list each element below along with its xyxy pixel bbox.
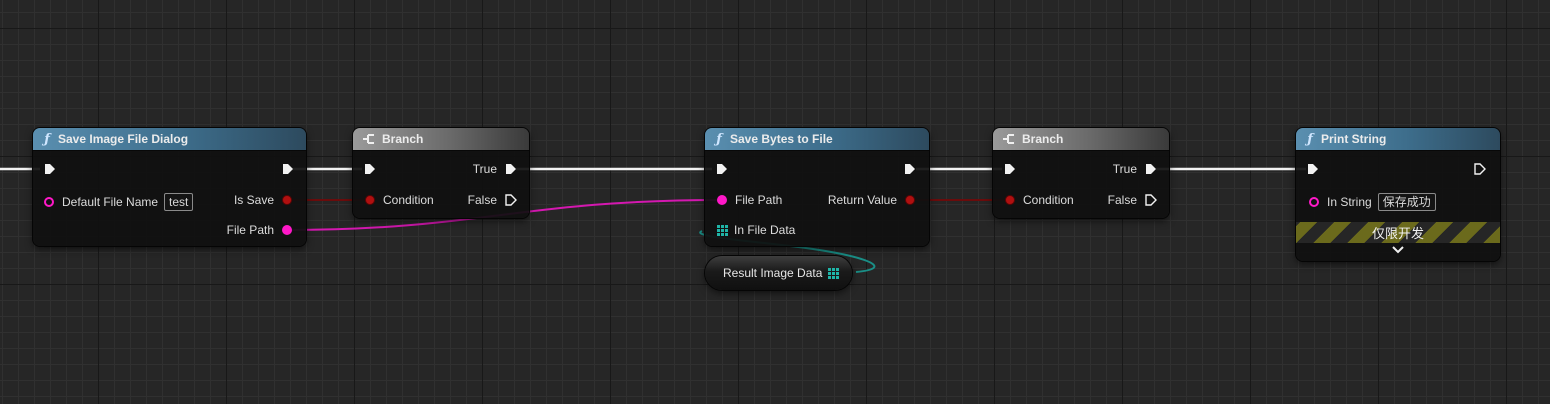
node-title: Save Bytes to File: [730, 132, 833, 146]
node-branch-2[interactable]: Branch True Condition False: [993, 128, 1169, 218]
default-file-name-input[interactable]: test: [164, 193, 194, 211]
node-title: Branch: [1022, 132, 1064, 146]
chevron-down-icon[interactable]: [1392, 246, 1404, 254]
node-header: ƒ Print String: [1296, 128, 1500, 151]
exec-in-pin-icon[interactable]: [1004, 163, 1016, 175]
node-title: Save Image File Dialog: [58, 132, 189, 146]
node-print-string[interactable]: ƒ Print String In String 保存成功 仅限开发: [1296, 128, 1500, 261]
return-value-label: Return Value: [827, 193, 897, 207]
file-path-in-pin-icon[interactable]: [717, 195, 727, 205]
function-f-icon: ƒ: [44, 131, 50, 147]
development-only-banner: 仅限开发: [1296, 222, 1500, 243]
node-header: Branch: [993, 128, 1169, 151]
condition-label: Condition: [383, 193, 434, 207]
in-string-input[interactable]: 保存成功: [1377, 193, 1436, 211]
in-string-label: In String: [1327, 195, 1372, 209]
node-header: ƒ Save Bytes to File: [705, 128, 929, 151]
in-file-data-label: In File Data: [734, 223, 796, 237]
true-label: True: [472, 162, 497, 176]
node-save-image-file-dialog[interactable]: ƒ Save Image File Dialog Default File Na…: [33, 128, 306, 246]
condition-label: Condition: [1023, 193, 1074, 207]
exec-out-pin-icon[interactable]: [904, 163, 916, 175]
is-save-label: Is Save: [233, 193, 274, 207]
exec-false-pin-icon[interactable]: [505, 194, 517, 206]
variable-label: Result Image Data: [723, 266, 823, 280]
exec-true-pin-icon[interactable]: [505, 163, 517, 175]
return-value-pin-icon[interactable]: [905, 195, 915, 205]
node-title: Print String: [1321, 132, 1387, 146]
exec-in-pin-icon[interactable]: [716, 163, 728, 175]
node-header: Branch: [353, 128, 529, 151]
exec-in-pin-icon[interactable]: [1307, 163, 1319, 175]
variable-result-image-data[interactable]: Result Image Data: [705, 256, 852, 290]
node-save-bytes-to-file[interactable]: ƒ Save Bytes to File File Path Return Va…: [705, 128, 929, 246]
exec-false-pin-icon[interactable]: [1145, 194, 1157, 206]
exec-in-pin-icon[interactable]: [364, 163, 376, 175]
branch-icon: [363, 134, 374, 144]
true-label: True: [1112, 162, 1137, 176]
in-string-pin-icon[interactable]: [1309, 197, 1319, 207]
node-header: ƒ Save Image File Dialog: [33, 128, 306, 151]
function-f-icon: ƒ: [1307, 131, 1313, 147]
file-path-out-pin-icon[interactable]: [282, 225, 292, 235]
file-path-out-label: File Path: [226, 223, 274, 237]
false-label: False: [1107, 193, 1137, 207]
is-save-pin-icon[interactable]: [282, 195, 292, 205]
condition-pin-icon[interactable]: [1005, 195, 1015, 205]
condition-pin-icon[interactable]: [365, 195, 375, 205]
in-file-data-array-pin-icon[interactable]: [717, 224, 728, 236]
false-label: False: [467, 193, 497, 207]
exec-out-pin-icon[interactable]: [282, 163, 294, 175]
array-grid-icon[interactable]: [828, 267, 840, 279]
development-only-label: 仅限开发: [1371, 227, 1424, 242]
branch-icon: [1003, 134, 1014, 144]
exec-true-pin-icon[interactable]: [1145, 163, 1157, 175]
file-path-in-label: File Path: [735, 193, 783, 207]
default-file-name-label: Default File Name: [62, 195, 159, 209]
node-branch-1[interactable]: Branch True Condition False: [353, 128, 529, 218]
exec-out-pin-icon[interactable]: [1474, 163, 1486, 175]
node-title: Branch: [382, 132, 424, 146]
function-f-icon: ƒ: [716, 131, 722, 147]
default-file-name-pin-icon[interactable]: [44, 197, 54, 207]
exec-in-pin-icon[interactable]: [44, 163, 56, 175]
